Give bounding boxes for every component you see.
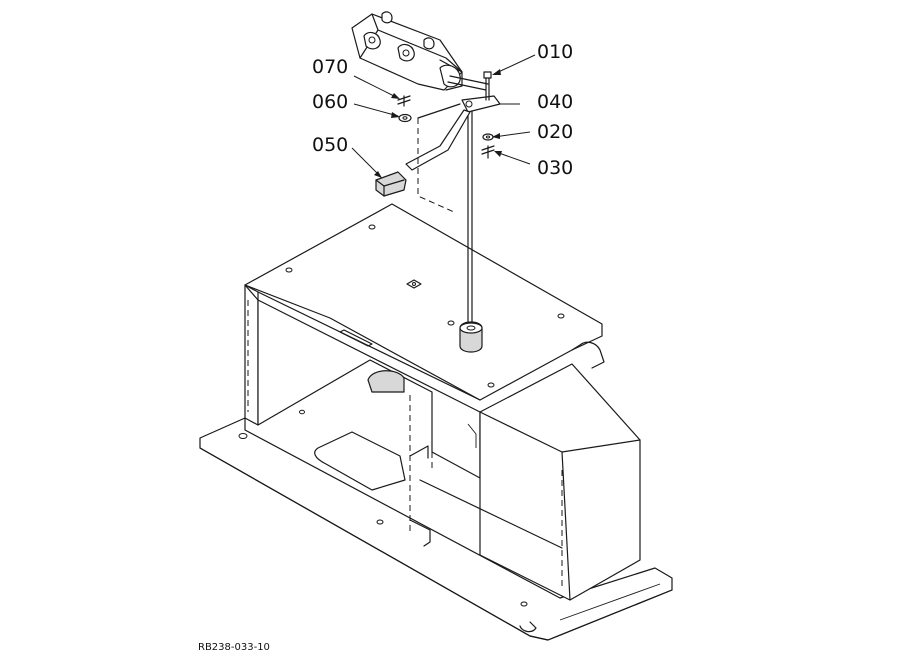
label-050: 050: [312, 134, 348, 156]
bolt-010: [483, 71, 492, 101]
label-060: 060: [312, 91, 348, 113]
pedal-pad: [375, 171, 407, 197]
pin-070: [397, 95, 411, 107]
right-housing: [419, 363, 641, 601]
label-030: 030: [537, 157, 573, 179]
link-rod-assembly: [459, 107, 483, 353]
floor-brackets: [409, 445, 431, 547]
pedal-arm: [405, 95, 501, 213]
label-010: 010: [537, 41, 573, 63]
washer-020: [482, 133, 494, 141]
reference-code: RB238-033-10: [198, 642, 270, 653]
brake-valve: [351, 11, 489, 91]
label-020: 020: [537, 121, 573, 143]
leader-lines: [351, 54, 536, 178]
seat-frame-cover: [244, 203, 605, 535]
washer-060: [398, 113, 412, 123]
label-040: 040: [537, 91, 573, 113]
cotter-pin-030: [481, 145, 495, 159]
label-070: 070: [312, 56, 348, 78]
base-plate: [199, 409, 673, 641]
